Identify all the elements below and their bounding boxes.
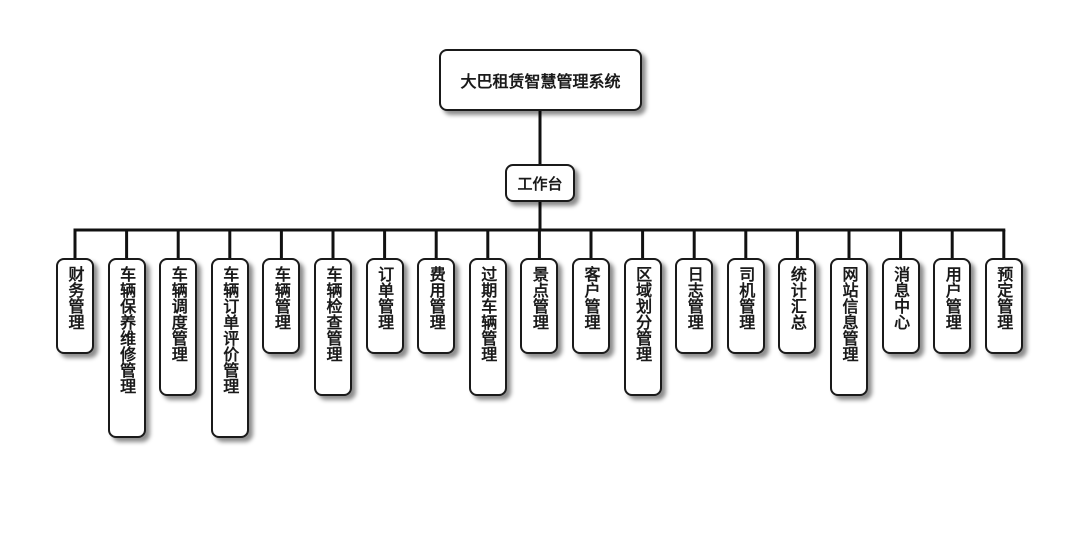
module-node: 车辆管理 [262,258,301,354]
module-node: 用户管理 [933,258,972,354]
module-node: 车辆保养维修管理 [107,258,146,438]
module-node: 客户管理 [572,258,610,354]
root-node: 大巴租赁智慧管理系统 [439,49,642,111]
module-node: 车辆订单评价管理 [210,258,249,438]
module-node: 费用管理 [417,258,456,354]
module-node: 车辆检查管理 [314,258,352,396]
module-node: 景点管理 [520,258,559,354]
module-node: 司机管理 [726,258,765,354]
root-label: 大巴租赁智慧管理系统 [460,72,621,91]
module-node: 订单管理 [365,258,404,354]
module-node: 网站信息管理 [830,258,868,396]
module-node: 预定管理 [984,258,1023,354]
module-node: 过期车辆管理 [468,258,507,396]
module-node: 日志管理 [675,258,714,354]
module-node: 财务管理 [56,258,94,354]
module-node: 统计汇总 [778,258,817,354]
module-node: 消息中心 [881,258,920,354]
module-node: 车辆调度管理 [159,258,198,396]
hub-node: 工作台 [505,164,575,202]
module-node: 区域划分管理 [623,258,662,396]
hub-label: 工作台 [517,174,563,193]
